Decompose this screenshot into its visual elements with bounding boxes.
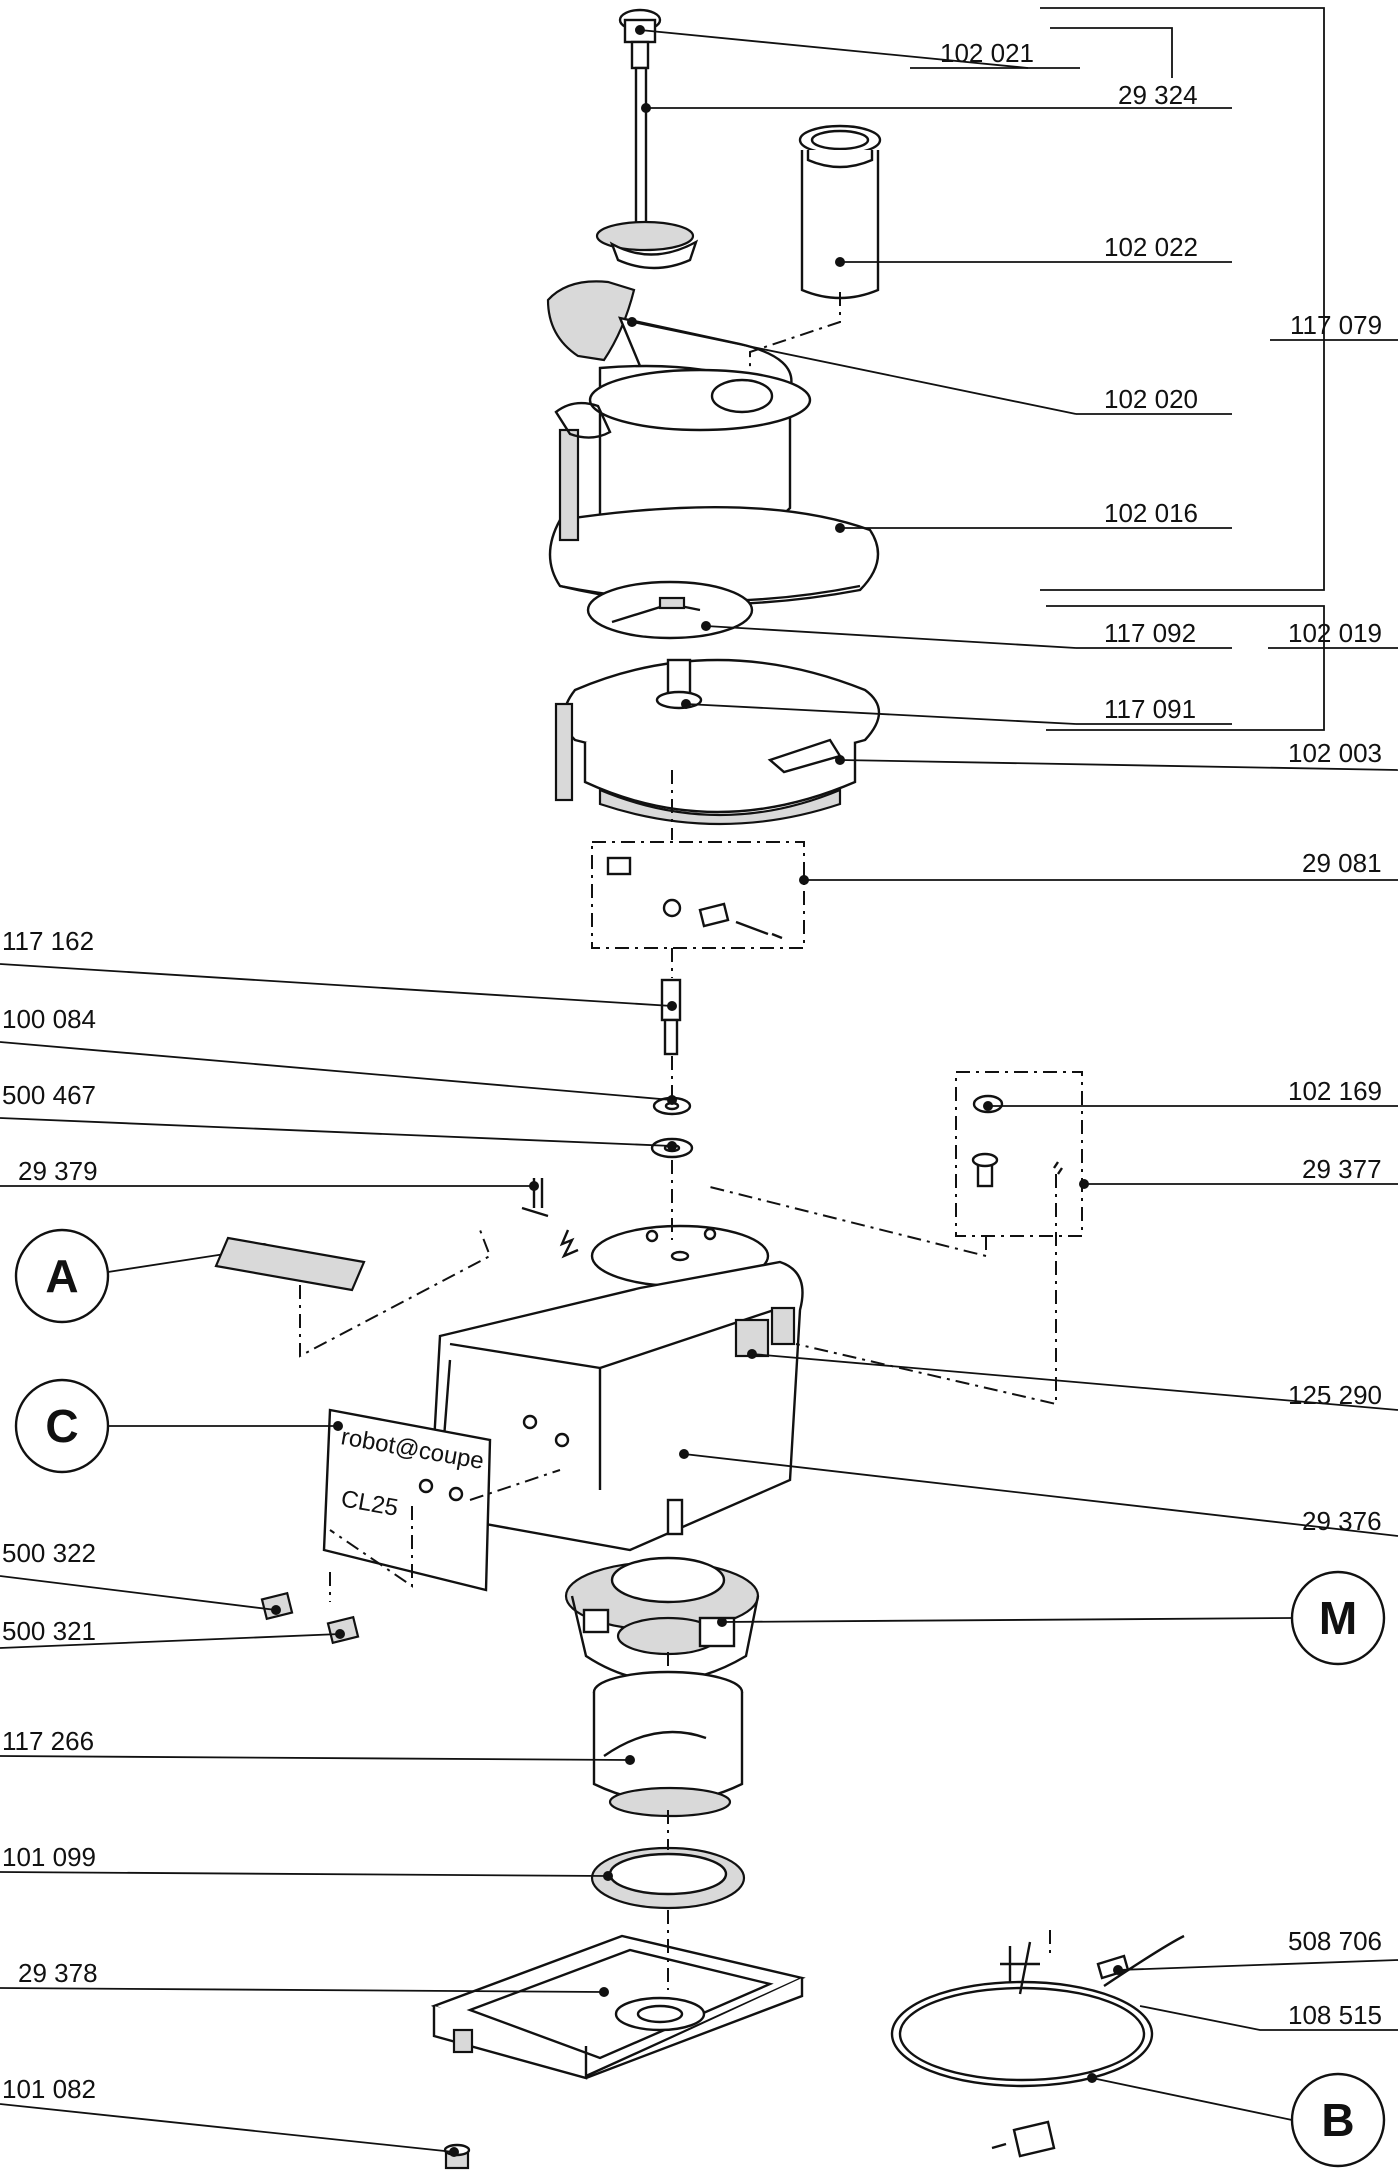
circuit-board-part bbox=[214, 1236, 366, 1292]
callout-m-text: M bbox=[1319, 1592, 1357, 1644]
bowl-part bbox=[554, 658, 881, 826]
label-29-081: 29 081 bbox=[1302, 848, 1382, 878]
label-102-019: 102 019 bbox=[1288, 618, 1382, 648]
label-117-079: 117 079 bbox=[1290, 310, 1382, 340]
label-29-377: 29 377 bbox=[1302, 1154, 1382, 1184]
label-108-515: 108 515 bbox=[1288, 2000, 1382, 2030]
slicing-disc-part bbox=[586, 580, 754, 640]
feed-tube-part bbox=[798, 124, 882, 300]
assembly-axis bbox=[667, 770, 673, 1990]
label-29-376: 29 376 bbox=[1302, 1506, 1382, 1536]
label-508-706: 508 706 bbox=[1288, 1926, 1382, 1956]
label-117-092: 117 092 bbox=[1104, 618, 1196, 648]
label-29-324: 29 324 bbox=[1118, 80, 1198, 110]
safety-switch-kit bbox=[591, 841, 805, 949]
label-117-162: 117 162 bbox=[2, 926, 94, 956]
motor-cover-part bbox=[592, 1670, 744, 1818]
shaft-coupling-part bbox=[660, 978, 682, 1056]
label-102-022: 102 022 bbox=[1104, 232, 1198, 262]
label-102-169: 102 169 bbox=[1288, 1076, 1382, 1106]
nameplate-connection bbox=[299, 1229, 492, 1358]
label-101-082: 101 082 bbox=[2, 2074, 96, 2104]
callout-c-text: C bbox=[45, 1400, 78, 1452]
pusher-knob-part bbox=[595, 8, 699, 270]
label-101-099: 101 099 bbox=[2, 1842, 96, 1872]
label-102-016: 102 016 bbox=[1104, 498, 1198, 528]
callout-a-circle bbox=[14, 1228, 110, 1324]
label-125-290: 125 290 bbox=[1288, 1380, 1382, 1410]
callout-a-text: A bbox=[45, 1250, 78, 1302]
wire-harness-part bbox=[521, 1178, 579, 1259]
power-cord-part bbox=[890, 1934, 1185, 2158]
switch-connection bbox=[329, 1469, 561, 1602]
label-117-091: 117 091 bbox=[1104, 694, 1196, 724]
label-117-266: 117 266 bbox=[2, 1726, 94, 1756]
lid-assembly-part bbox=[546, 280, 880, 606]
label-102-020: 102 020 bbox=[1104, 384, 1198, 414]
label-100-084: 100 084 bbox=[2, 1004, 96, 1034]
label-500-321: 500 321 bbox=[2, 1616, 96, 1646]
label-102-021: 102 021 bbox=[940, 38, 1034, 68]
gear-motor-part bbox=[564, 1498, 760, 1683]
label-29-378: 29 378 bbox=[18, 1958, 98, 1988]
base-ring-part bbox=[590, 1846, 746, 1910]
label-102-003: 102 003 bbox=[1288, 738, 1382, 768]
base-tray-part bbox=[430, 1934, 806, 2080]
label-29-379: 29 379 bbox=[18, 1156, 98, 1186]
screw-kit-connection bbox=[705, 1174, 1057, 1406]
motor-housing-part bbox=[428, 1224, 804, 1552]
label-500-467: 500 467 bbox=[2, 1080, 96, 1110]
callout-b-text: B bbox=[1321, 2094, 1354, 2146]
screw-kit bbox=[955, 1071, 1083, 1237]
label-500-322: 500 322 bbox=[2, 1538, 96, 1568]
